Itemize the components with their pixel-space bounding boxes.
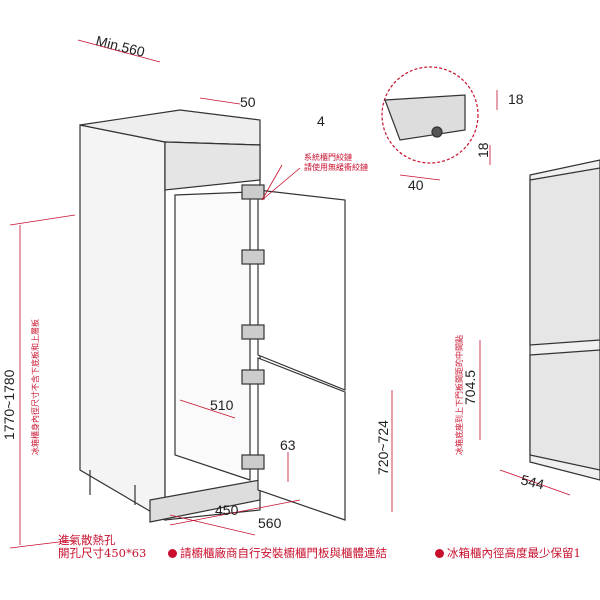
dim-vent-width: 450 — [215, 502, 239, 518]
hinge-note-2: 請使用無緩衝絞鏈 — [304, 162, 368, 172]
cabinet-drawing — [79, 66, 600, 523]
dim-door-mid: 704.5 — [462, 370, 478, 405]
dim-panel-18-top: 18 — [508, 91, 524, 107]
dim-min-width: Min.560 — [94, 32, 146, 60]
dim-total-height: 1770~1780 — [1, 369, 17, 440]
dim-inner-depth: 510 — [210, 397, 234, 413]
bullet-icon — [168, 549, 177, 558]
hinge-note-1: 系統櫃門絞鏈 — [304, 152, 352, 162]
vent-note-title: 進氣散熱孔 — [58, 533, 116, 547]
dim-vent-height: 63 — [280, 437, 296, 453]
note-inner-height: 冰箱櫃內徑高度最少保留1 — [435, 545, 581, 561]
vent-note-size: 開孔尺寸450*63 — [58, 546, 147, 560]
dim-door-height: 720~724 — [375, 420, 391, 475]
dim-depth-560: 560 — [258, 515, 282, 531]
dimension-lines — [9, 39, 571, 549]
dim-top-gap: 50 — [240, 94, 256, 110]
dim-overlap-40: 40 — [408, 177, 424, 193]
bullet-icon — [435, 549, 444, 558]
vent-note: 進氣散熱孔 開孔尺寸450*63 — [58, 534, 146, 560]
note-cabinet-install: 請櫥櫃廠商自行安裝櫥櫃門板與櫃體連結 — [168, 545, 387, 561]
dim-fridge-depth: 544 — [519, 471, 546, 492]
note-text: 冰箱櫃內徑高度最少保留1 — [447, 546, 581, 560]
dim-gap-4: 4 — [317, 113, 325, 129]
door-mid-note: 冰箱底座到上下門板間距的中間點 — [454, 335, 464, 455]
dim-panel-18-side: 18 — [475, 142, 491, 158]
note-text: 請櫥櫃廠商自行安裝櫥櫃門板與櫃體連結 — [180, 546, 387, 560]
height-note: 冰箱櫃身內徑尺寸不含下底板和上層板 — [30, 319, 40, 455]
